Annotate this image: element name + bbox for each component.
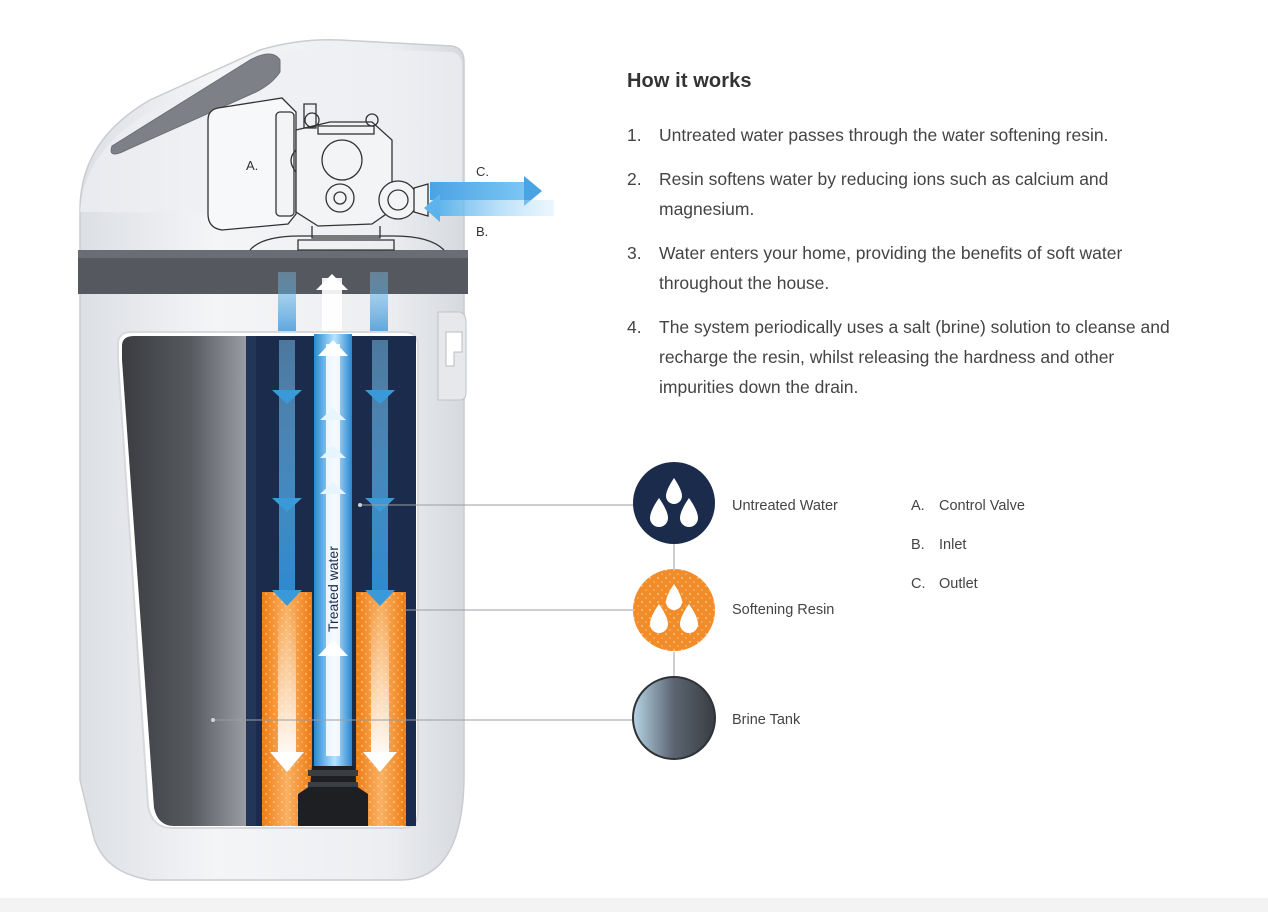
key-item-outlet: C. Outlet	[911, 576, 978, 592]
step-number: 2.	[627, 169, 642, 189]
control-valve-letter: A.	[246, 158, 258, 173]
key-letter: C.	[911, 576, 926, 592]
step-item: 3. Water enters your home, providing the…	[627, 238, 1187, 298]
step-item: 4. The system periodically uses a salt (…	[627, 312, 1187, 402]
leader-lines	[211, 503, 675, 722]
step-number: 1.	[627, 125, 642, 145]
legend-brine-label: Brine Tank	[732, 712, 801, 728]
legend-untreated-label: Untreated Water	[732, 498, 838, 514]
outlet-letter: C.	[476, 164, 489, 179]
step-item: 1. Untreated water passes through the wa…	[627, 120, 1187, 150]
key-label: Control Valve	[939, 498, 1025, 514]
key-label: Outlet	[939, 576, 978, 592]
key-item-inlet: B. Inlet	[911, 537, 966, 553]
step-text: Water enters your home, providing the be…	[659, 243, 1123, 293]
step-number: 4.	[627, 317, 642, 337]
control-valve	[207, 97, 445, 251]
untreated-flow-arrows	[270, 340, 397, 772]
treated-water-tube	[298, 334, 368, 826]
key-letter: B.	[911, 537, 925, 553]
brine-tank-icon	[632, 676, 716, 760]
page-title: How it works	[627, 70, 752, 92]
legend-resin-label: Softening Resin	[732, 602, 835, 618]
flow-arrows-top	[278, 272, 388, 334]
untreated-water-icon	[633, 462, 715, 544]
softening-resin-icon	[633, 569, 715, 651]
key-letter: A.	[911, 498, 925, 514]
inlet-letter: B.	[476, 224, 488, 239]
key-label: Inlet	[939, 537, 967, 553]
inlet-arrow	[424, 194, 554, 222]
step-text: The system periodically uses a salt (bri…	[659, 317, 1170, 397]
lid-handle	[110, 53, 281, 155]
key-item-control-valve: A. Control Valve	[911, 498, 1025, 514]
step-text: Untreated water passes through the water…	[659, 125, 1109, 145]
footer-strip	[0, 898, 1268, 912]
step-item: 2. Resin softens water by reducing ions …	[627, 164, 1187, 224]
step-number: 3.	[627, 243, 642, 263]
outlet-arrow	[430, 176, 542, 206]
steps-list: 1. Untreated water passes through the wa…	[627, 120, 1187, 416]
brine-tank	[122, 336, 246, 826]
step-text: Resin softens water by reducing ions suc…	[659, 169, 1109, 219]
treated-water-label: Treated water	[325, 546, 341, 632]
